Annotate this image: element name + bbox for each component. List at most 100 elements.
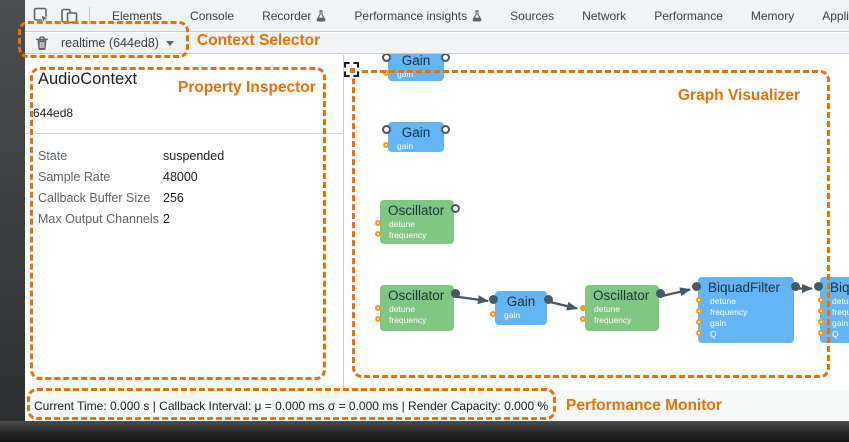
property-row-state: State suspended — [38, 145, 338, 166]
device-toolbar-icon[interactable] — [60, 7, 78, 25]
input-port — [814, 282, 823, 291]
output-port — [451, 289, 460, 298]
param-label: detune — [389, 219, 415, 229]
output-port — [451, 204, 460, 213]
tab-label: Recorder — [262, 8, 312, 23]
property-row-callback-buffer-size: Callback Buffer Size 256 — [38, 187, 338, 208]
property-label: Callback Buffer Size — [38, 190, 151, 205]
tab-application[interactable]: Application — [808, 9, 849, 23]
tab-label: Performance insights — [354, 8, 468, 23]
performance-monitor-text: Current Time: 0.000 s | Callback Interva… — [34, 399, 549, 413]
webaudio-toolbar: realtime (644ed8) — [25, 33, 849, 54]
node-label: Oscillator — [388, 288, 445, 303]
output-port — [656, 289, 665, 298]
audio-node-biquadfilter[interactable]: BiquadFilter detune frequency gain Q — [814, 277, 849, 343]
param-row: frequency — [818, 307, 849, 318]
tab-label: Application — [822, 8, 849, 23]
property-label: Max Output Channels — [38, 211, 159, 226]
param-label: detune — [832, 296, 849, 306]
param-row: detune — [818, 296, 849, 307]
tab-memory[interactable]: Memory — [737, 9, 808, 23]
property-inspector-pane: AudioContext 644ed8 State suspended Samp… — [25, 55, 344, 391]
param-port — [375, 304, 381, 311]
tab-label: Performance — [654, 8, 723, 23]
property-row-max-output-channels: Max Output Channels 2 — [38, 208, 338, 229]
audiocontext-title: AudioContext — [38, 70, 138, 88]
context-selector-annotation-label: Context Selector — [197, 32, 321, 49]
tab-label: Sources — [510, 8, 555, 23]
param-label: gain — [832, 318, 849, 328]
param-row: detune — [696, 296, 794, 307]
property-row-sample-rate: Sample Rate 48000 — [38, 166, 338, 187]
param-port — [375, 230, 381, 237]
divider — [25, 133, 344, 134]
inspect-element-icon[interactable] — [33, 7, 51, 25]
tab-recorder[interactable]: Recorder — [248, 9, 340, 23]
tab-sources[interactable]: Sources — [496, 9, 568, 23]
param-label: gain — [504, 310, 521, 320]
tab-label: Memory — [750, 8, 795, 23]
annotation-drag-handle[interactable] — [344, 62, 359, 77]
audio-node-gain[interactable]: Gain gain — [382, 122, 450, 152]
handle-dot — [350, 68, 355, 73]
property-label: State — [38, 148, 68, 163]
tab-performance[interactable]: Performance — [640, 9, 737, 23]
tab-network[interactable]: Network — [568, 9, 640, 23]
tab-elements[interactable]: Elements — [98, 9, 176, 23]
node-label: Oscillator — [593, 288, 650, 303]
tab-console[interactable]: Console — [176, 9, 248, 23]
input-port — [489, 295, 498, 304]
property-label: Sample Rate — [38, 169, 111, 184]
param-label: gain — [710, 318, 727, 328]
property-value: 256 — [163, 190, 184, 205]
chevron-down-icon — [165, 40, 174, 46]
param-label: detune — [710, 296, 736, 306]
param-row: frequency — [375, 230, 454, 241]
edge-oscillator-to-gain — [454, 295, 489, 305]
context-selector-dropdown[interactable]: realtime (644ed8) — [61, 36, 174, 50]
output-port — [441, 54, 450, 62]
input-port — [692, 282, 701, 291]
param-label: gain — [397, 69, 414, 79]
input-port — [382, 54, 391, 62]
output-port — [791, 282, 800, 291]
param-port — [580, 315, 586, 322]
trash-icon[interactable] — [35, 35, 49, 51]
audio-node-gain[interactable]: Gain gain — [489, 291, 553, 325]
property-value: suspended — [163, 148, 225, 163]
tab-performance-insights[interactable]: Performance insights — [340, 9, 496, 23]
context-id: 644ed8 — [33, 106, 74, 120]
param-row: frequency — [580, 315, 659, 326]
param-port — [490, 310, 496, 317]
param-row: gain — [818, 318, 849, 329]
audio-node-gain[interactable]: Gain gain — [382, 54, 450, 81]
param-label: frequency — [710, 307, 748, 317]
audio-node-oscillator[interactable]: Oscillator detune frequency — [375, 285, 460, 331]
param-port — [383, 69, 389, 76]
param-port — [375, 219, 381, 226]
param-port — [818, 329, 824, 336]
window-bottom-strip — [0, 421, 849, 442]
param-port — [580, 304, 586, 311]
window-edge-strip — [0, 0, 25, 442]
param-port — [818, 296, 824, 303]
node-label: Gain — [401, 125, 431, 140]
param-row: frequency — [375, 315, 454, 326]
node-label: BiquadFilter — [830, 280, 849, 295]
param-label: detune — [389, 304, 415, 314]
node-label: Gain — [401, 54, 431, 68]
param-port — [696, 329, 702, 336]
audio-node-oscillator[interactable]: Oscillator detune frequency — [375, 200, 460, 244]
performance-monitor-annotation-label: Performance Monitor — [566, 397, 722, 414]
param-row: gain — [696, 318, 794, 329]
param-row: detune — [375, 219, 454, 230]
property-value: 2 — [163, 211, 170, 226]
property-value: 48000 — [163, 169, 198, 184]
audio-node-biquadfilter[interactable]: BiquadFilter detune frequency gain Q — [692, 277, 800, 343]
edge-gain-to-oscillator-detune — [547, 300, 578, 311]
audio-node-oscillator[interactable]: Oscillator detune frequency — [580, 285, 665, 331]
param-label: Q — [710, 329, 717, 339]
node-label: Oscillator — [388, 203, 445, 218]
param-row: gain — [490, 310, 547, 321]
